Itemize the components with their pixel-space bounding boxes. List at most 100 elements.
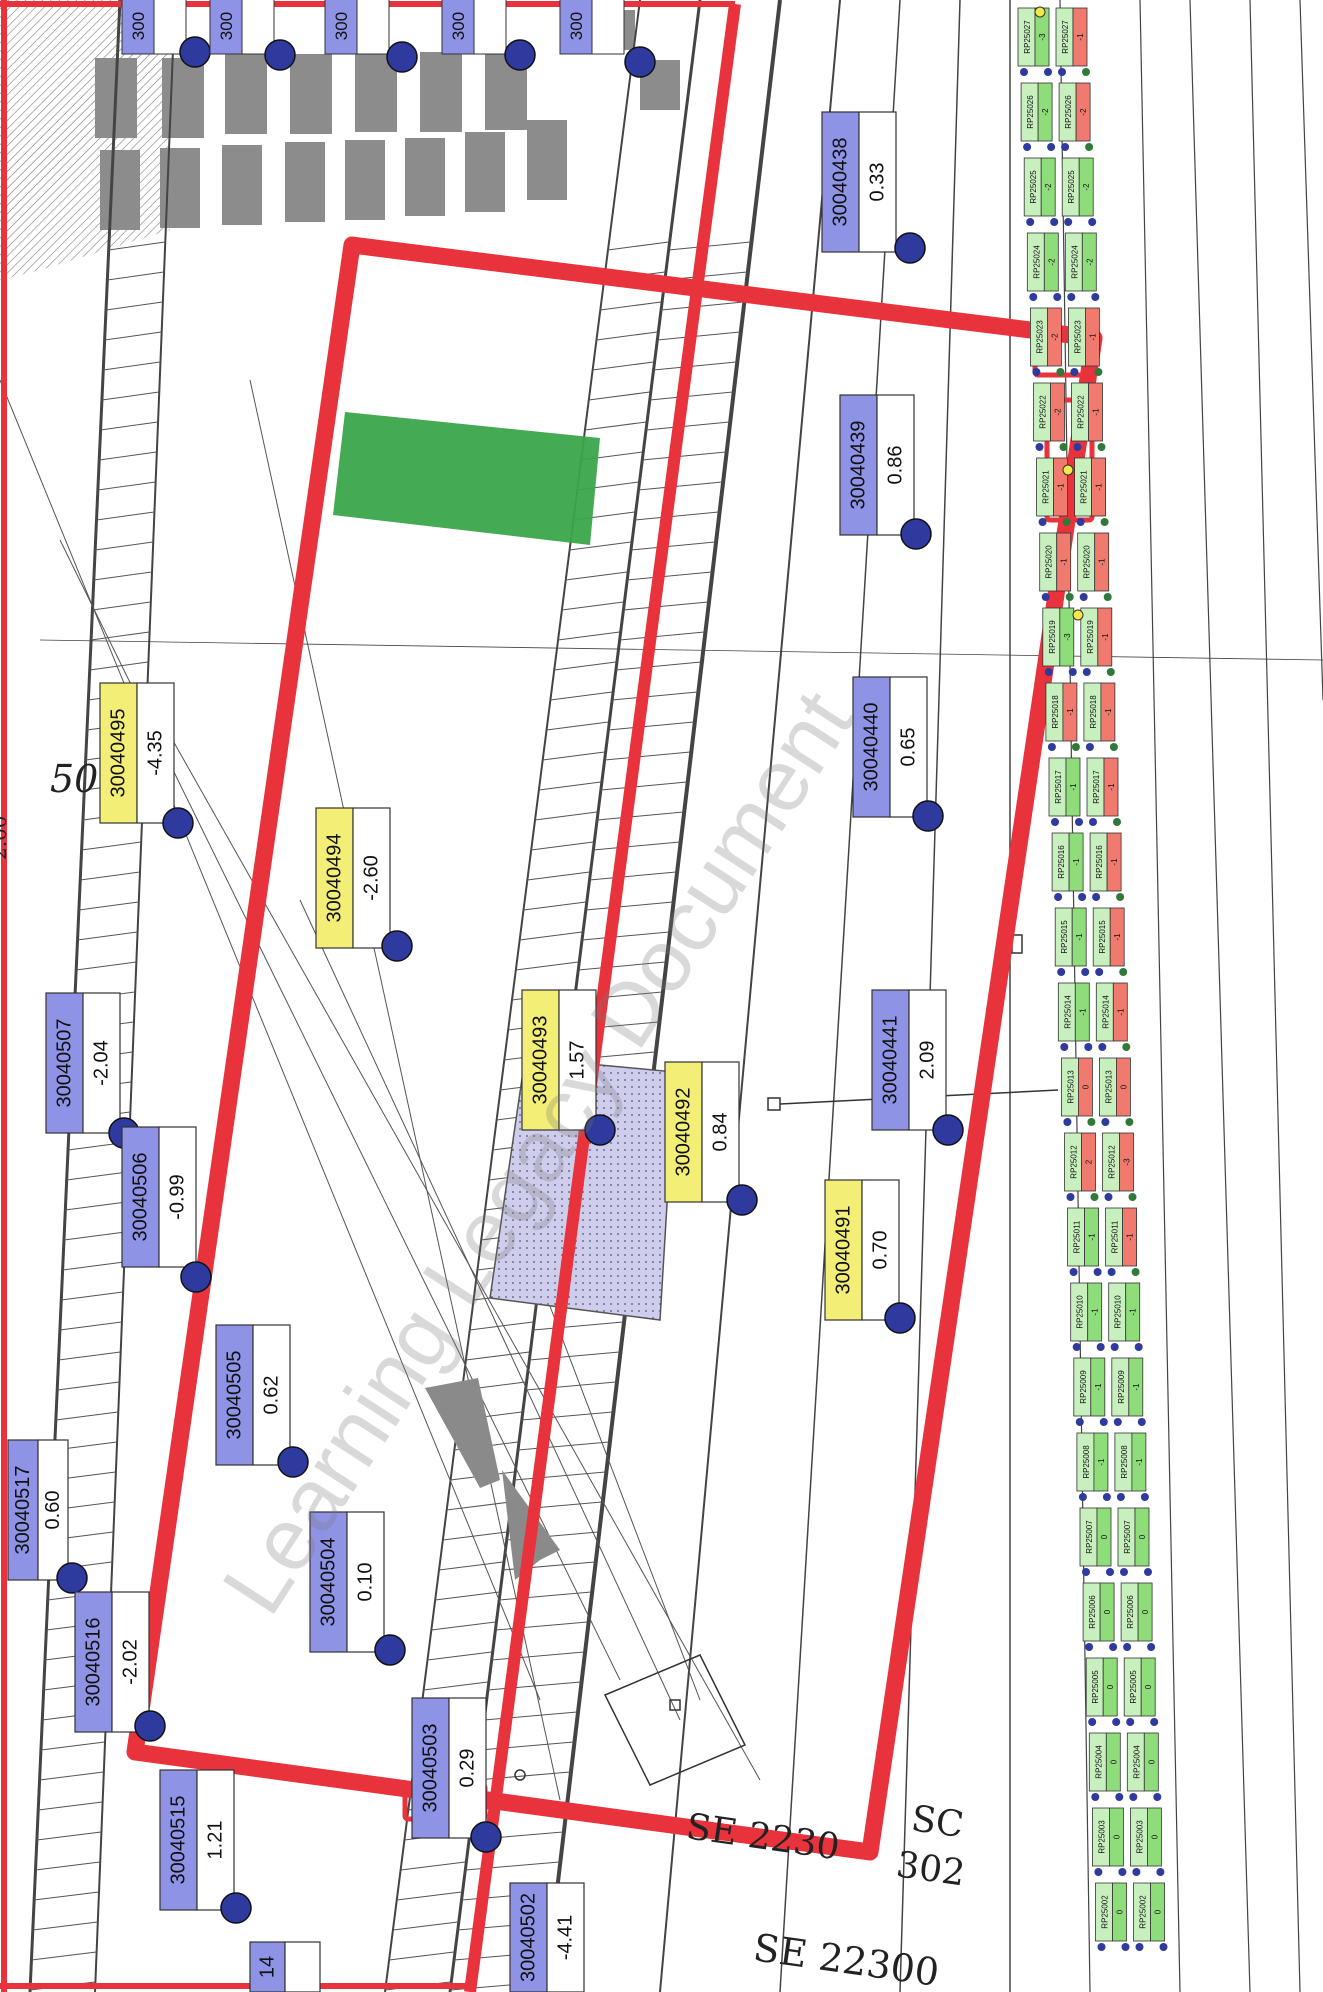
point-id-label: 30040504 (318, 1538, 340, 1627)
point-value-box (158, 1126, 197, 1268)
rp-id-label: RP25012 (1108, 1145, 1117, 1179)
rp-value-box (1112, 1882, 1127, 1942)
sleeper-line (95, 541, 153, 551)
sleeper-line (561, 601, 624, 611)
sleeper-line (36, 1831, 102, 1841)
sleeper-line (39, 1771, 104, 1781)
point-id-label: 30040506 (130, 1153, 152, 1242)
rp-highlight-marker (1062, 464, 1074, 476)
point-id-label: 30040440 (861, 703, 883, 792)
rp-value-box (1047, 307, 1062, 367)
sleeper-line (529, 1351, 620, 1361)
survey-point-30040516: 30040516-2.02 (74, 1591, 166, 1742)
rp-marker (1092, 893, 1101, 901)
rp-highlight-marker (1072, 609, 1084, 621)
rp-value-label: -1 (1060, 558, 1069, 566)
rp-value-label: 0 (1147, 1759, 1156, 1764)
rp-value-box (1109, 907, 1125, 967)
sleeper-line (519, 931, 583, 941)
rp-id-label: RP25026 (1026, 95, 1035, 129)
sleeper-line (668, 241, 751, 251)
rp-value-label: -2 (1054, 408, 1063, 416)
rp-marker (1023, 143, 1032, 151)
rp-value-box (1071, 907, 1087, 967)
rp-value-box (1037, 82, 1053, 142)
rp-value-label: -1 (1094, 1383, 1103, 1391)
point-value-box (448, 1697, 487, 1839)
top-tag-value-box (473, 0, 507, 55)
sleeper-line (604, 751, 691, 761)
point-value-box (252, 1324, 291, 1466)
sleeper-line (104, 331, 162, 341)
point-value-label: 0.10 (355, 1563, 377, 1602)
alignment-line (779, 0, 901, 1992)
sleeper-line (58, 1351, 121, 1361)
rp-marker (1104, 1193, 1113, 1201)
rp-cell-RP25016: RP25016-1 (1089, 832, 1125, 901)
point-value-label: -2.60 (361, 855, 383, 901)
rp-marker (1147, 1643, 1156, 1651)
rp-value-label: -1 (1107, 783, 1116, 791)
point-value-label: 0.70 (870, 1231, 892, 1270)
rp-id-label: RP25010 (1114, 1295, 1123, 1329)
rp-id-label: RP25013 (1066, 1070, 1075, 1104)
rp-value-box (1081, 232, 1097, 292)
sleeper-line (78, 901, 139, 911)
rp-cell-RP25017: RP25017-1 (1086, 757, 1121, 826)
rp-id-label: RP25006 (1126, 1595, 1135, 1629)
point-marker (884, 1302, 916, 1334)
point-value-label: -0.99 (167, 1174, 189, 1220)
point-value-box (889, 676, 928, 818)
point-marker (932, 1114, 964, 1146)
sleeper-line (101, 391, 160, 401)
rp-id-label: RP25015 (1098, 920, 1107, 954)
rp-marker (1101, 1118, 1110, 1126)
sleeper-line (495, 1621, 588, 1631)
rp-id-label: RP25005 (1129, 1670, 1138, 1704)
rp-cell-RP25027: RP25027-3 (1017, 7, 1052, 76)
point-id-label: 30040493 (530, 1016, 552, 1105)
construction-line (539, 1279, 701, 1701)
rp-marker (1119, 968, 1128, 976)
rp-value-box (1093, 1432, 1109, 1492)
sleeper-line (525, 1381, 617, 1391)
rp-value-box (1074, 982, 1090, 1042)
point-id-box (521, 989, 560, 1131)
sleeper-line (585, 901, 673, 911)
point-id-label: 30040502 (518, 1893, 540, 1982)
rp-id-label: RP25008 (1120, 1445, 1129, 1479)
point-id-box (249, 1941, 286, 1992)
rp-marker (1075, 1418, 1084, 1426)
rp-value-label: 0 (1138, 1534, 1147, 1539)
point-value-label: -4.41 (555, 1915, 577, 1961)
rp-value-box (1040, 157, 1056, 217)
rp-value-box (1119, 1132, 1134, 1192)
rp-marker (1062, 518, 1071, 526)
sleeper-line (435, 1591, 500, 1601)
rp-value-label: 0 (1144, 1684, 1153, 1689)
point-marker (180, 1261, 212, 1293)
sleeper-line (38, 1801, 103, 1811)
rp-value-box (1075, 82, 1091, 142)
top-tag-label: 300 (217, 12, 236, 40)
rp-value-box (1072, 7, 1088, 67)
rp-cell-RP25024: RP25024-2 (1026, 232, 1062, 301)
sleeper-line (34, 1891, 99, 1901)
rp-marker (1093, 1268, 1102, 1276)
point-id-label: 30040507 (54, 1019, 76, 1108)
point-id-label: 30040495 (108, 709, 130, 798)
sleeper-line (569, 541, 632, 551)
rp-marker (1084, 1043, 1093, 1051)
rp-value-label: -2 (1050, 333, 1059, 341)
rp-cell-RP25023: RP25023-1 (1068, 307, 1103, 376)
rp-cell-RP25015: RP25015-1 (1092, 907, 1128, 976)
rp-value-box (1103, 757, 1119, 817)
sleeper-line (107, 271, 164, 281)
top-tag-box (209, 0, 243, 55)
point-id-label: 30040516 (83, 1618, 105, 1707)
sleeper-line (661, 301, 744, 311)
